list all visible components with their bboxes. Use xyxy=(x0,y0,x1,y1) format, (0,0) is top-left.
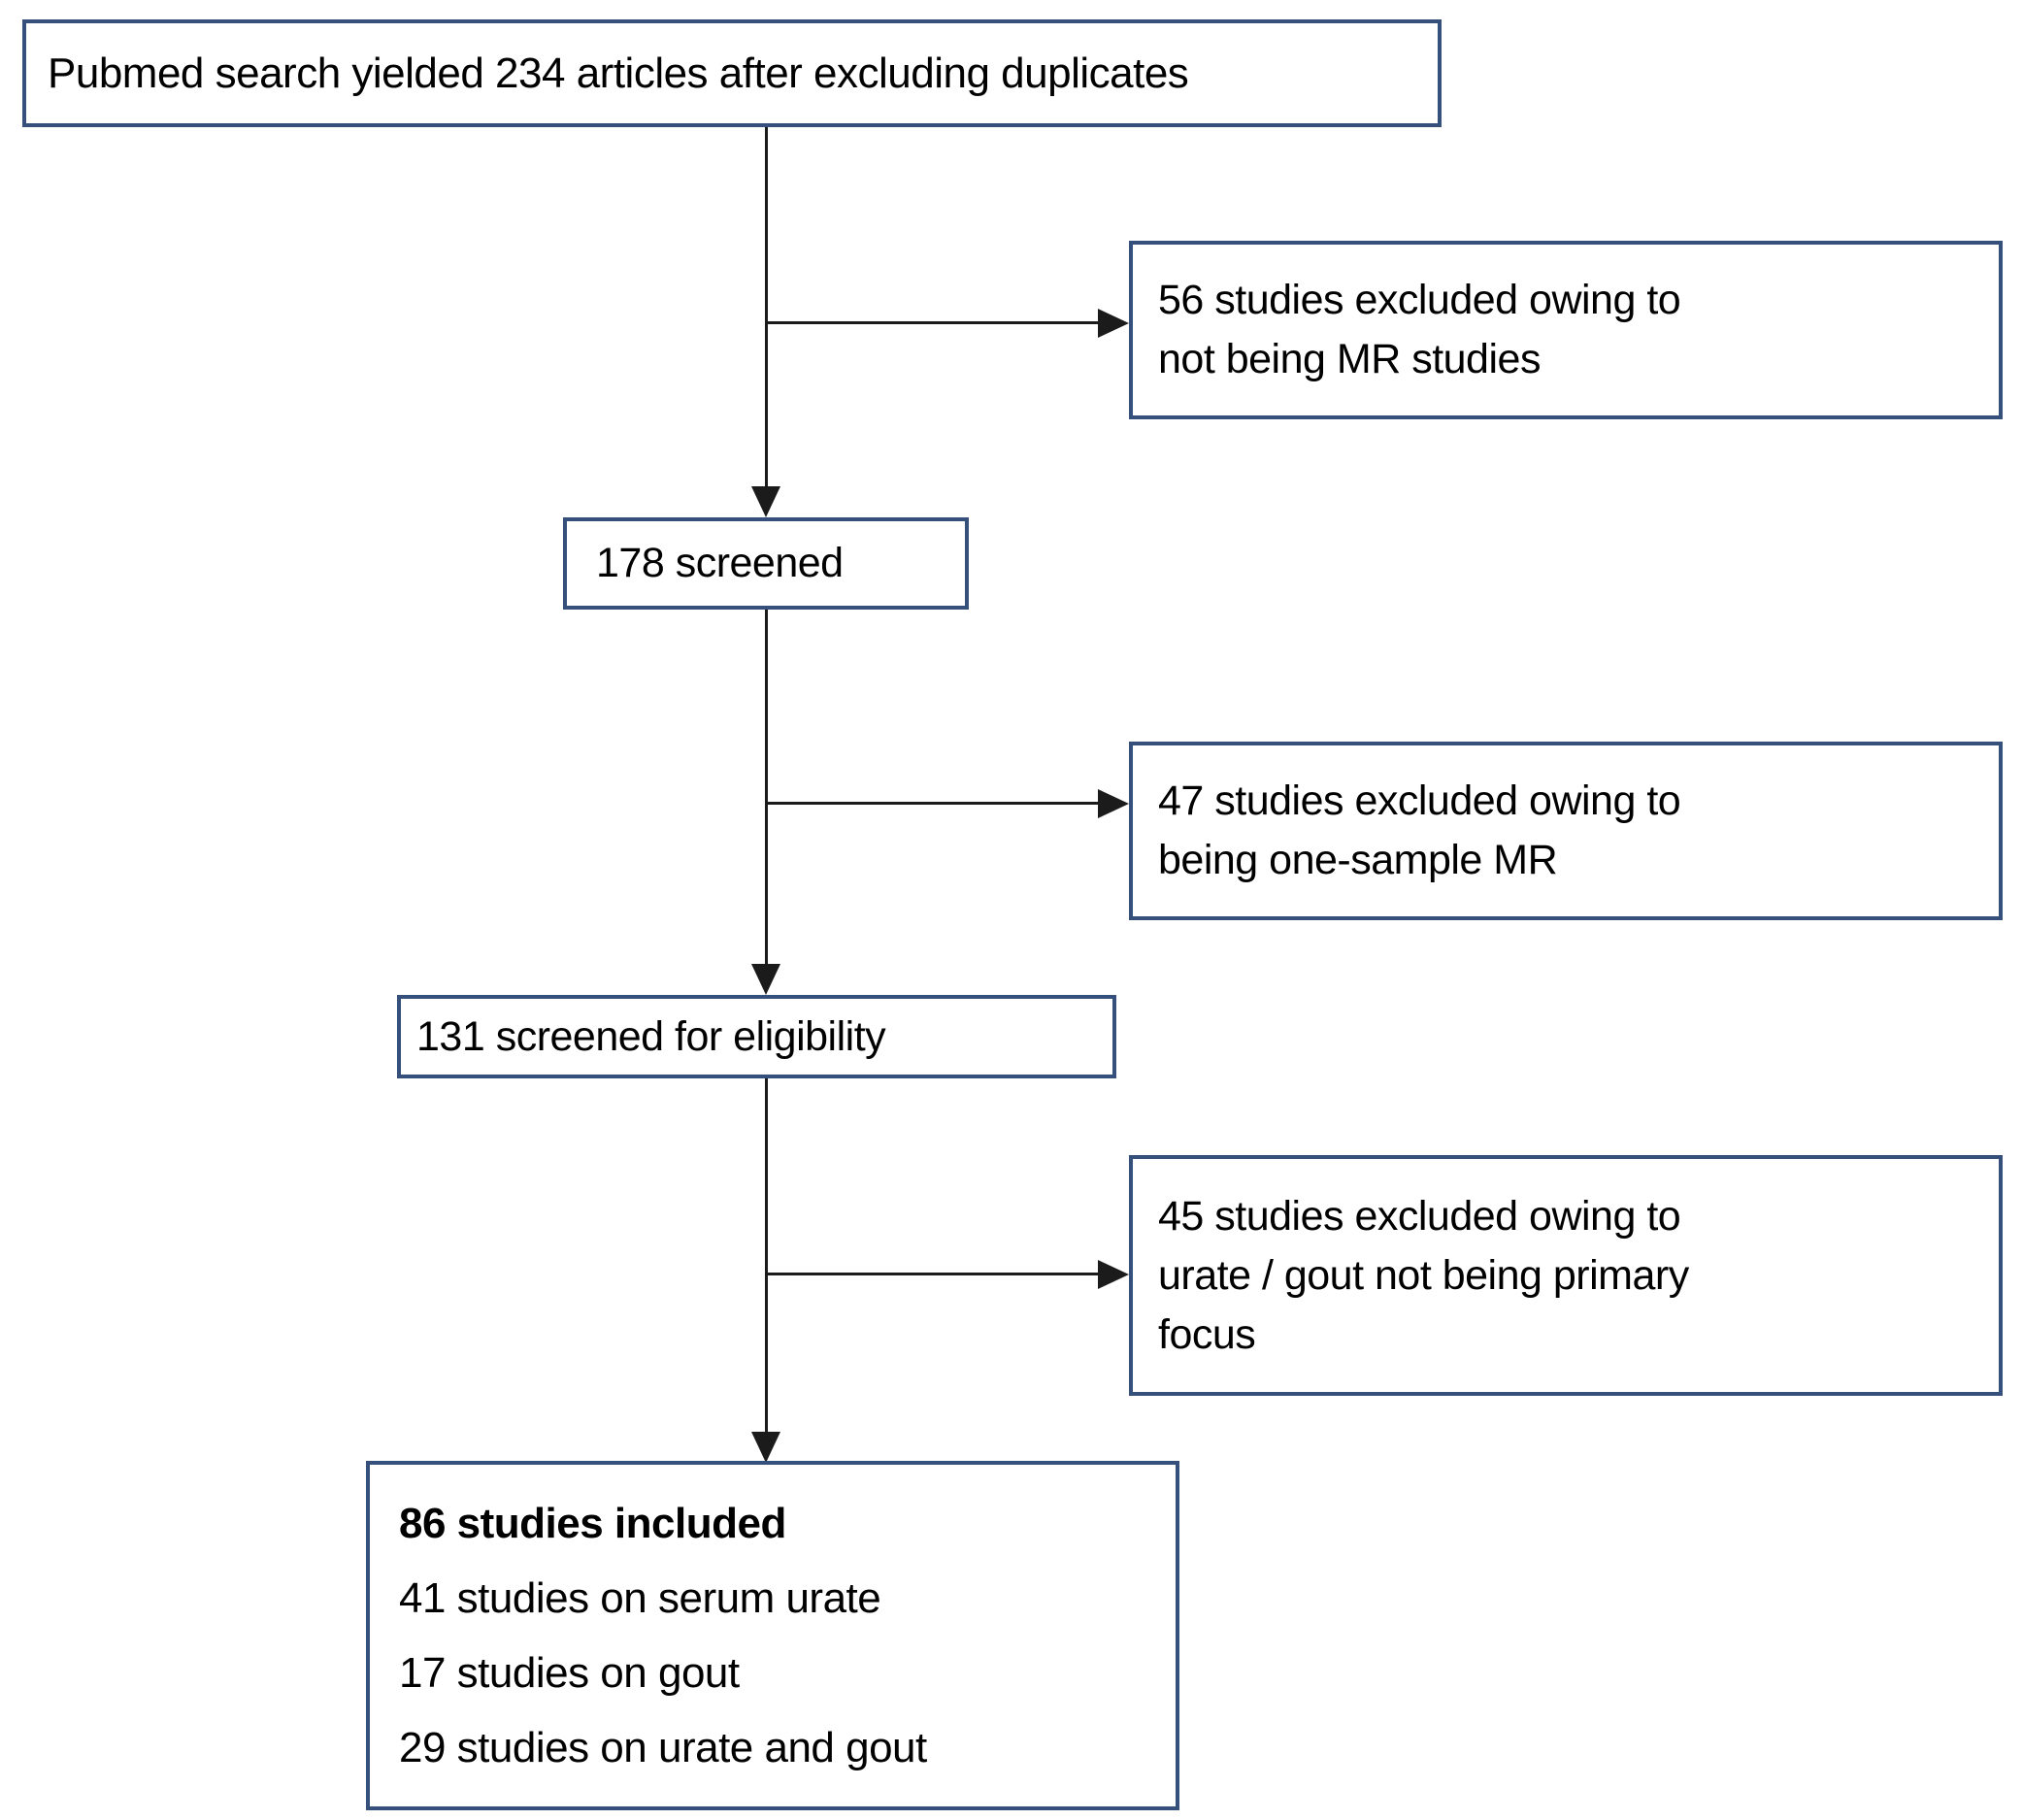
node-included-item-1: 41 studies on serum urate xyxy=(399,1574,881,1622)
node-screened: 178 screened xyxy=(563,517,969,610)
arrowhead-down-screened xyxy=(751,486,780,517)
arrowhead-right-excluded-one-sample xyxy=(1098,789,1129,818)
node-excluded-not-primary: 45 studies excluded owing to urate / gou… xyxy=(1129,1155,2003,1396)
node-excluded-not-mr-line-1: 56 studies excluded owing to xyxy=(1158,277,1681,323)
node-included: 86 studies included 41 studies on serum … xyxy=(366,1461,1179,1810)
node-pubmed-search-label: Pubmed search yielded 234 articles after… xyxy=(48,49,1189,97)
node-excluded-one-sample-line-1: 47 studies excluded owing to xyxy=(1158,778,1681,824)
connector-branch-excluded-not-primary xyxy=(765,1273,1098,1275)
node-excluded-one-sample-line-2: being one-sample MR xyxy=(1158,837,1558,883)
node-excluded-not-primary-line-2: urate / gout not being primary xyxy=(1158,1251,1689,1299)
connector-branch-excluded-not-mr xyxy=(765,321,1098,324)
node-screened-label: 178 screened xyxy=(596,540,844,586)
node-included-item-3: 29 studies on urate and gout xyxy=(399,1724,927,1771)
node-excluded-not-mr-line-2: not being MR studies xyxy=(1158,336,1541,382)
arrowhead-down-included xyxy=(751,1432,780,1463)
node-excluded-not-primary-line-1: 45 studies excluded owing to xyxy=(1158,1192,1681,1240)
arrowhead-down-eligibility xyxy=(751,964,780,995)
node-eligibility: 131 screened for eligibility xyxy=(397,995,1116,1078)
node-pubmed-search: Pubmed search yielded 234 articles after… xyxy=(22,19,1442,127)
connector-eligibility-to-included xyxy=(765,1078,768,1432)
node-excluded-not-primary-line-3: focus xyxy=(1158,1310,1256,1358)
node-included-item-2: 17 studies on gout xyxy=(399,1649,740,1697)
connector-screened-to-eligibility xyxy=(765,610,768,964)
node-excluded-not-mr: 56 studies excluded owing to not being M… xyxy=(1129,241,2003,419)
connector-branch-excluded-one-sample xyxy=(765,802,1098,805)
node-eligibility-label: 131 screened for eligibility xyxy=(416,1012,886,1060)
arrowhead-right-excluded-not-primary xyxy=(1098,1260,1129,1289)
node-excluded-one-sample: 47 studies excluded owing to being one-s… xyxy=(1129,742,2003,920)
connector-start-to-screened xyxy=(765,127,768,486)
node-included-title: 86 studies included xyxy=(399,1500,786,1547)
arrowhead-right-excluded-not-mr xyxy=(1098,309,1129,338)
